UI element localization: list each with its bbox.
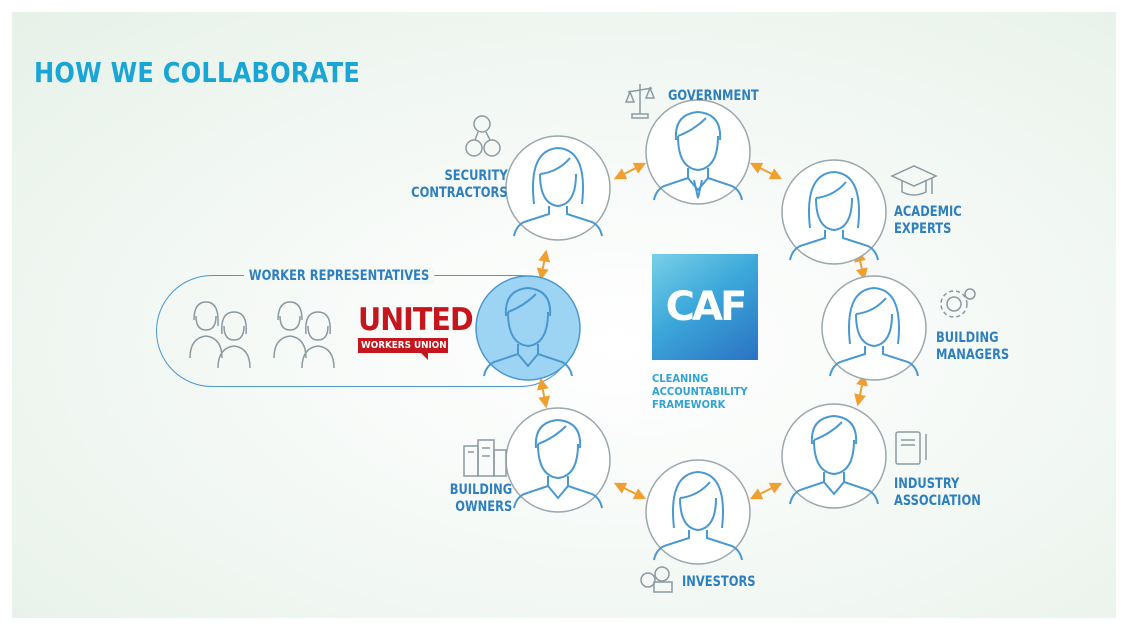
workers-group-icon [189, 301, 335, 369]
investors-label: INVESTORS [682, 574, 756, 590]
people-network-icon [465, 115, 501, 157]
building-managers-label: BUILDING MANAGERS [936, 330, 1010, 363]
government-node [645, 99, 751, 205]
academic-experts-label: ACADEMIC EXPERTS [894, 204, 962, 237]
graduation-cap-icon [890, 165, 938, 196]
industry-association-node [781, 403, 887, 509]
scales-icon [624, 84, 656, 119]
academic-experts-node [781, 159, 887, 265]
worker-representative-node [475, 275, 581, 381]
building-owners-node [505, 407, 611, 513]
coins-money-icon [640, 566, 673, 593]
security-contractors-node [505, 135, 611, 241]
building-owners-label: BUILDING OWNERS [449, 482, 512, 515]
buildings-icon [463, 439, 507, 477]
caf-caption: CLEANING ACCOUNTABILITY FRAMEWORK [652, 372, 748, 411]
collaboration-diagram [189, 84, 976, 593]
worker-representatives-label: WORKER REPRESENTATIVES [244, 268, 435, 284]
gears-icon [940, 288, 976, 318]
united-workers-union-logo: UNITED WORKERS UNION [358, 302, 474, 360]
caf-logo: CAF [652, 254, 758, 360]
caf-logo-text: CAF [665, 284, 748, 330]
building-managers-node [821, 275, 927, 381]
caf-caption-line3: FRAMEWORK [652, 398, 726, 411]
government-label: GOVERNMENT [668, 88, 759, 104]
manual-book-icon [895, 431, 927, 465]
logo-tagline-bar: WORKERS UNION [358, 338, 448, 360]
page-title: HOW WE COLLABORATE [34, 56, 361, 89]
caf-caption-line2: ACCOUNTABILITY [652, 385, 748, 398]
industry-association-label: INDUSTRY ASSOCIATION [894, 476, 981, 509]
slide: HOW WE COLLABORATE [12, 12, 1116, 618]
connector-arrows [536, 162, 868, 500]
investors-node [645, 459, 751, 565]
logo-united-word: UNITED [358, 302, 474, 338]
caf-caption-line1: CLEANING [652, 372, 709, 385]
logo-tagline: WORKERS UNION [361, 340, 447, 351]
security-contractors-label: SECURITY CONTRACTORS [411, 168, 508, 201]
